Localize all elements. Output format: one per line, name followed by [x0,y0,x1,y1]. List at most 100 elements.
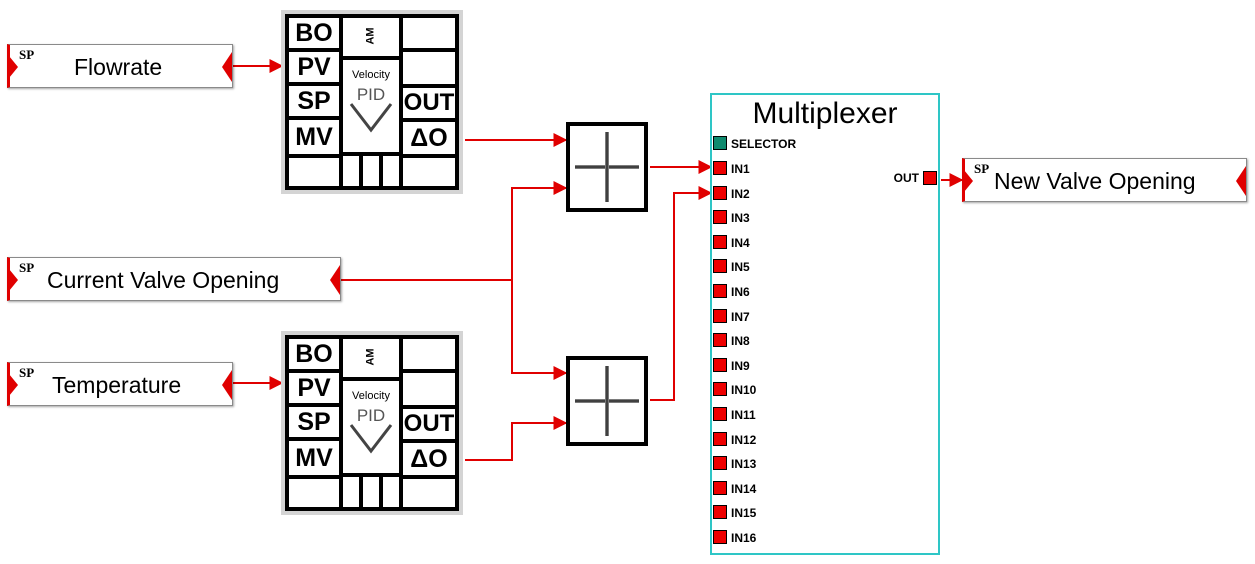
bottom-cell [363,156,379,186]
mux-input-label: IN14 [731,482,757,496]
mux-input-label: IN3 [731,211,750,225]
mux-input-port[interactable] [713,358,727,372]
mux-input-port[interactable] [713,284,727,298]
mux-input-label: IN10 [731,383,757,397]
current-valve-sp-block[interactable]: SP Current Valve Opening [7,257,341,301]
mux-input-label: IN13 [731,457,757,471]
temperature-sp-block[interactable]: SP Temperature [7,362,233,406]
selector-port[interactable] [713,136,727,150]
mux-input-port[interactable] [713,530,727,544]
mux-input-label: IN5 [731,260,750,274]
blank-cell [403,339,455,369]
bottom-cell [343,156,359,186]
mux-input-port[interactable] [713,333,727,347]
sp-cell[interactable]: SP [289,407,339,437]
mux-input-label: IN15 [731,506,757,520]
mux-input-label: IN1 [731,162,750,176]
output-marker-icon [1236,166,1246,196]
mux-input-port[interactable] [713,235,727,249]
am-label: AM [364,348,377,366]
pid-label: PID [356,406,386,425]
blank-cell [403,52,455,84]
mux-input-label: IN7 [731,310,750,324]
mux-input-port[interactable] [713,382,727,396]
plus-icon-vertical [605,132,609,202]
input-marker-icon [9,56,18,78]
wire-adder2-to-in2 [650,186,713,401]
current-valve-label: Current Valve Opening [47,267,280,293]
sp-tag: SP [19,365,35,380]
am-cell: AM [343,339,399,377]
bo-cell: BO [289,339,339,369]
delta-o-cell[interactable]: ΔO [403,122,455,154]
mux-input-label: IN8 [731,334,750,348]
sp-tag: SP [19,260,35,275]
delta-o-cell[interactable]: ΔO [403,443,455,475]
blank-cell [403,479,455,507]
mux-input-port[interactable] [713,432,727,446]
mux-input-port[interactable] [713,259,727,273]
bo-cell: BO [289,18,339,48]
pid-chevron-icon [349,424,393,454]
wire-current-valve-to-adder2 [511,280,568,380]
sp-cell[interactable]: SP [289,86,339,116]
pid-core: Velocity PID [343,381,399,473]
multiplexer-title: Multiplexer [752,97,898,130]
blank-cell [289,158,339,186]
input-marker-icon [964,170,973,192]
new-valve-opening-sp-block[interactable]: SP New Valve Opening [962,158,1247,202]
bottom-cell [383,156,399,186]
mux-out-port[interactable] [923,171,937,185]
wire-pid2-to-adder2 [465,416,568,461]
mux-input-port[interactable] [713,186,727,200]
mux-input-port[interactable] [713,407,727,421]
am-label: AM [364,27,377,45]
mux-input-label: IN4 [731,236,750,250]
mux-input-label: IN6 [731,285,750,299]
pid-block-flowrate[interactable]: BO PV SP MV AM Velocity PID OUT ΔO [281,10,463,194]
temperature-label: Temperature [52,372,182,398]
pid-block-temperature[interactable]: BO PV SP MV AM Velocity PID OUT ΔO [281,331,463,515]
out-cell[interactable]: OUT [403,409,455,439]
blank-cell [403,18,455,48]
blank-cell [403,373,455,405]
output-marker-icon [222,52,232,82]
plus-icon-vertical [605,366,609,436]
wire-current-valve-to-adder1 [341,181,568,281]
mux-input-port[interactable] [713,456,727,470]
bottom-cell [343,477,359,507]
mux-input-label: IN9 [731,359,750,373]
mux-out-label: OUT [893,171,919,185]
pv-cell[interactable]: PV [289,373,339,403]
velocity-label: Velocity [352,390,390,402]
mux-input-port[interactable] [713,161,727,175]
sp-tag: SP [19,47,35,62]
output-marker-icon [222,370,232,400]
adder-block-2[interactable] [566,356,648,446]
sp-tag: SP [974,161,990,176]
bottom-cell [383,477,399,507]
bottom-cell [363,477,379,507]
mv-cell[interactable]: MV [289,120,339,154]
input-marker-icon [9,269,18,291]
pid-core: Velocity PID [343,60,399,152]
mux-input-label: IN11 [731,408,756,422]
blank-cell [289,479,339,507]
mux-input-label: IN12 [731,433,757,447]
pv-cell[interactable]: PV [289,52,339,82]
am-cell: AM [343,18,399,56]
flowrate-sp-block[interactable]: SP Flowrate [7,44,233,88]
mv-cell[interactable]: MV [289,441,339,475]
blank-cell [403,158,455,186]
adder-block-1[interactable] [566,122,648,212]
mux-input-port[interactable] [713,505,727,519]
mux-input-port[interactable] [713,309,727,323]
pid-chevron-icon [349,103,393,133]
selector-label: SELECTOR [731,137,797,151]
out-cell[interactable]: OUT [403,88,455,118]
mux-input-port[interactable] [713,210,727,224]
mux-input-port[interactable] [713,481,727,495]
mux-input-label: IN16 [731,531,757,545]
